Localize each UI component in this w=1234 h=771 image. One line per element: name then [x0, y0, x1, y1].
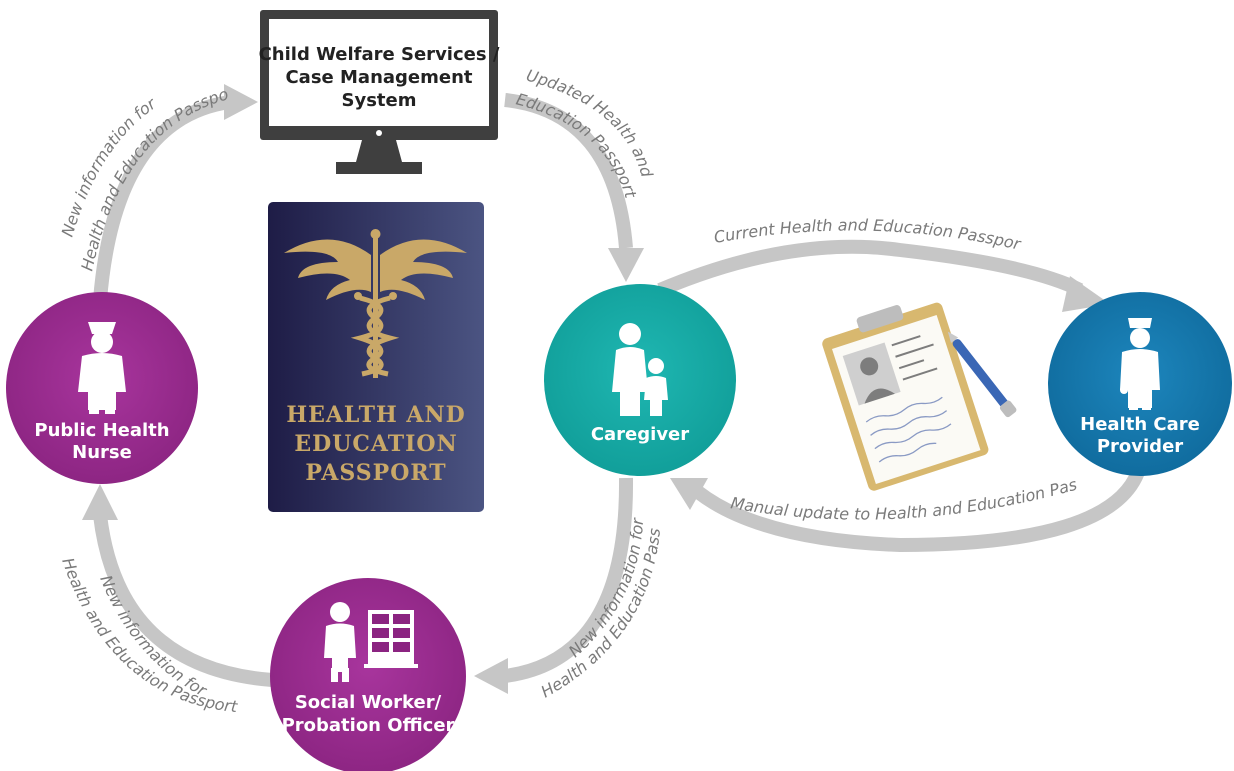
- arrow-caregiver-to-provider: [657, 239, 1110, 312]
- pen-icon: [947, 331, 1017, 418]
- arrow-caregiver-to-worker: [474, 477, 634, 694]
- parent-and-child-icon: [612, 323, 668, 416]
- worker-label-line1: Social Worker/: [295, 692, 442, 713]
- provider-label-line2: Provider: [1097, 436, 1183, 457]
- case-management-system: Child Welfare Services / Case Management…: [259, 10, 500, 174]
- worker-label-line2: Probation Officer: [282, 715, 455, 736]
- provider-label-line1: Health Care: [1080, 414, 1200, 435]
- passport-title-line2: EDUCATION: [294, 431, 457, 457]
- arrow-system-to-caregiver: [504, 93, 644, 282]
- node-caregiver: Caregiver: [544, 284, 736, 476]
- system-label-line1: Child Welfare Services /: [259, 44, 500, 65]
- nurse-label-line1: Public Health: [34, 420, 169, 441]
- flow-label-system-to-caregiver-2: Education Passport: [514, 90, 640, 201]
- node-health-care-provider: Health Care Provider: [1048, 292, 1232, 476]
- passport-title-line3: PASSPORT: [305, 460, 446, 486]
- passport-book: HEALTH AND EDUCATION PASSPORT: [268, 202, 484, 512]
- node-public-health-nurse: Public Health Nurse: [6, 292, 198, 484]
- clipboard-with-pen-icon: [822, 302, 989, 491]
- caregiver-label: Caregiver: [591, 424, 689, 445]
- caduceus-icon: [284, 229, 467, 378]
- system-label-line2: Case Management: [285, 67, 472, 88]
- arrow-provider-to-caregiver: [670, 469, 1145, 553]
- computer-monitor-icon: [260, 10, 498, 174]
- arrow-worker-to-nurse: [82, 484, 273, 687]
- passport-title-line1: HEALTH AND: [286, 402, 465, 428]
- doctor-icon: [1120, 318, 1160, 410]
- nurse-label-line2: Nurse: [72, 442, 132, 463]
- worker-with-files-icon: [324, 602, 418, 682]
- nurse-icon: [78, 322, 126, 414]
- node-social-worker: Social Worker/ Probation Officer: [270, 578, 466, 771]
- system-label-line3: System: [342, 90, 417, 111]
- arrow-nurse-to-system: [93, 84, 258, 301]
